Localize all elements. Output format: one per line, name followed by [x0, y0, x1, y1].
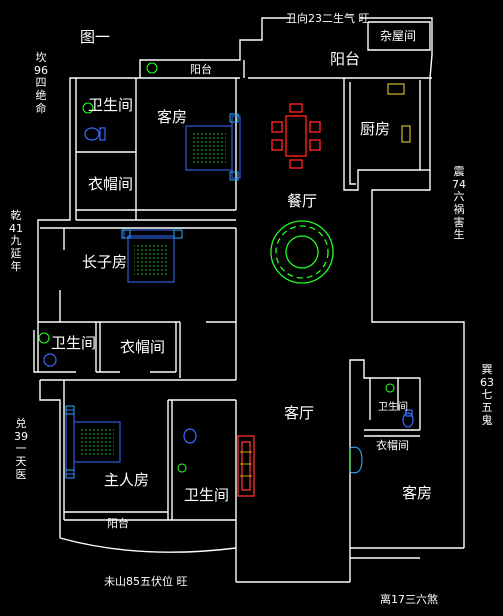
room-closet-right: 衣帽间 — [376, 439, 409, 452]
room-eldest-son: 长子房 — [82, 253, 128, 271]
room-storage: 杂屋间 — [380, 29, 417, 43]
room-balcony-small: 阳台 — [190, 63, 212, 76]
nightstands — [65, 113, 239, 479]
outer-wall-top — [139, 17, 290, 78]
sofa — [237, 435, 255, 497]
room-balcony-bottom: 阳台 — [107, 517, 129, 530]
dining-table — [271, 103, 321, 169]
room-closet-top: 衣帽间 — [88, 175, 134, 193]
direction-top: 丑向23二生气 旺 — [286, 12, 370, 25]
outer-wall-left-lower — [39, 380, 61, 538]
room-bath-master: 卫生间 — [184, 486, 230, 504]
direction-zhen: 震74六祸害生 — [452, 165, 466, 242]
bed-guest-top — [185, 115, 241, 179]
sofa-cushions — [240, 451, 252, 477]
direction-xun: 巽63七五鬼 — [480, 363, 494, 427]
bed-eldest-pattern — [134, 244, 168, 276]
room-bath-right: 卫生间 — [378, 402, 408, 413]
room-dining: 餐厅 — [287, 192, 318, 210]
kitchen-fixtures — [387, 83, 411, 143]
room-guest-right: 客房 — [402, 484, 433, 502]
room-bath-top: 卫生间 — [88, 96, 134, 114]
room-master: 主人房 — [104, 471, 150, 489]
direction-kan: 坎96四绝命 — [34, 51, 48, 115]
room-guest-top: 客房 — [157, 108, 188, 126]
plumbing-fixtures — [43, 127, 414, 444]
bed-master-pattern — [80, 428, 114, 456]
room-balcony-top: 阳台 — [330, 50, 361, 68]
tv-cabinet — [349, 446, 363, 474]
bed-master — [65, 409, 121, 475]
bed-guest-top-pattern — [192, 132, 226, 164]
room-bath-mid: 卫生间 — [51, 334, 97, 352]
direction-bottom-left: 未山85五伏位 旺 — [104, 575, 188, 588]
outer-wall-left-upper — [37, 77, 140, 322]
direction-bottom-right: 离17三六煞 — [380, 593, 438, 606]
sinks — [38, 62, 395, 473]
outer-wall-storage — [360, 17, 433, 79]
room-living: 客厅 — [284, 404, 315, 422]
room-closet-mid: 衣帽间 — [120, 338, 166, 356]
direction-dui: 兑39一天医 — [14, 417, 28, 481]
direction-qian: 乾41九延年 — [9, 209, 23, 273]
walls — [33, 17, 465, 583]
room-kitchen: 厨房 — [360, 120, 391, 138]
figure-label: 图一 — [80, 28, 111, 46]
round-table — [270, 220, 334, 284]
